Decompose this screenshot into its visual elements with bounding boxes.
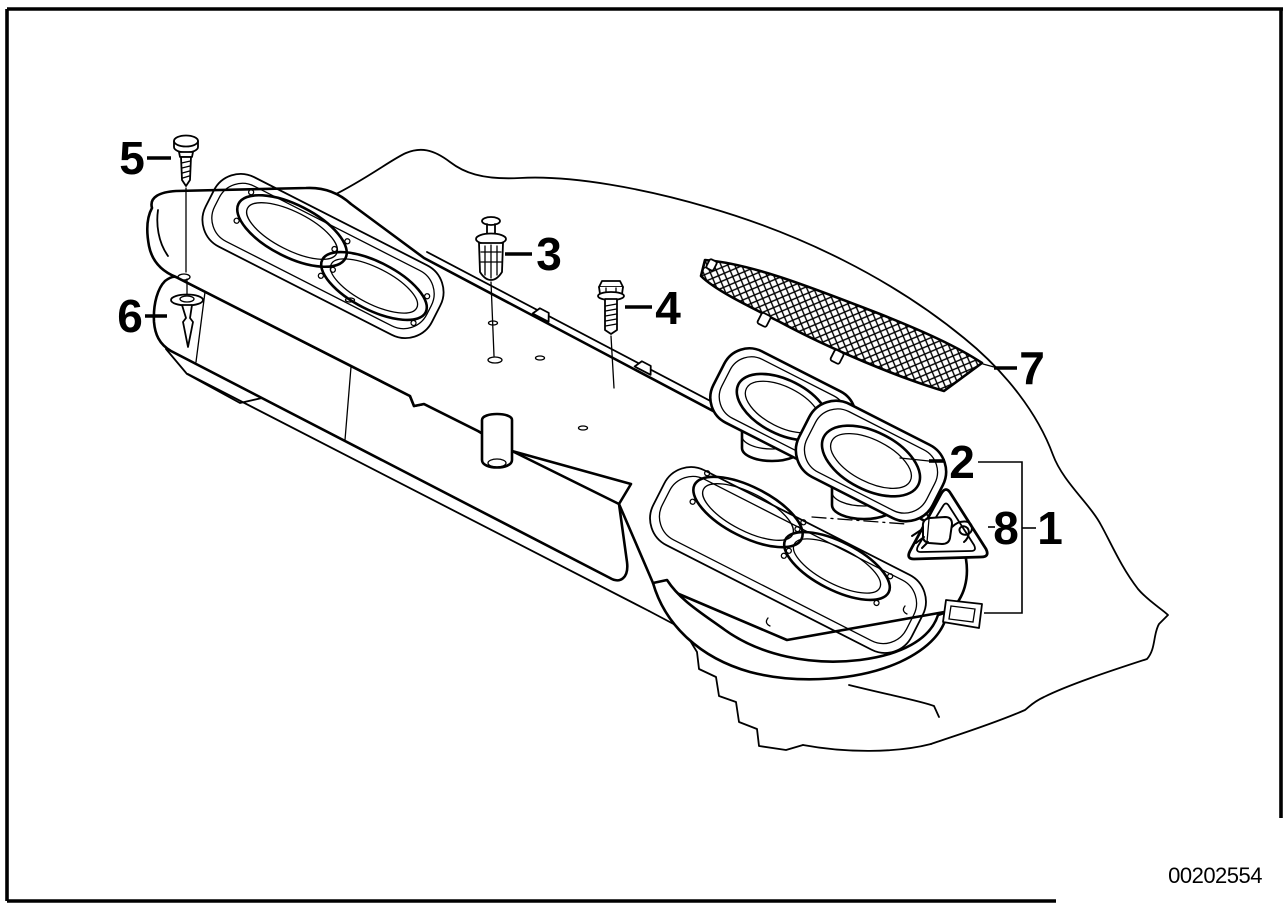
hex-bolt-4 (597, 280, 625, 389)
shelf-right-speaker-plate (649, 466, 927, 654)
oval-speakers (709, 347, 948, 523)
expansion-rivet-3 (475, 216, 507, 357)
shelf-front-face (152, 275, 629, 582)
callout-5-label: 5 (119, 132, 145, 184)
rivet-fastener-6 (170, 278, 204, 348)
callout-3-label: 3 (536, 228, 562, 280)
cable-warning-triangle-icon (907, 488, 989, 561)
callout-7-label: 7 (1019, 342, 1045, 394)
callout-leaders (145, 156, 1036, 614)
shelf-left-speaker-plate (201, 173, 445, 339)
grille-tab (705, 258, 845, 365)
group-bracket (978, 461, 1023, 614)
callout-8-label: 8 (993, 502, 1019, 554)
power-plug-icon (911, 515, 974, 549)
callout-2-label: 2 (949, 436, 975, 488)
frame-border (5, 7, 1283, 903)
speaker-b (794, 399, 948, 523)
car-body-outline (165, 148, 1169, 752)
callout-4-label: 4 (655, 282, 681, 334)
callout-1-label: 1 (1037, 502, 1063, 554)
shelf-end-scoop (651, 578, 949, 681)
dash-dot-leader (811, 516, 907, 525)
callout-6-label: 6 (117, 290, 143, 342)
shelf-support-pin (480, 412, 514, 469)
shelf-end-bracket (942, 599, 983, 629)
drawing-number: 00202554 (1168, 863, 1262, 888)
screw-fastener-5 (173, 134, 199, 273)
speaker-grille (699, 258, 984, 393)
